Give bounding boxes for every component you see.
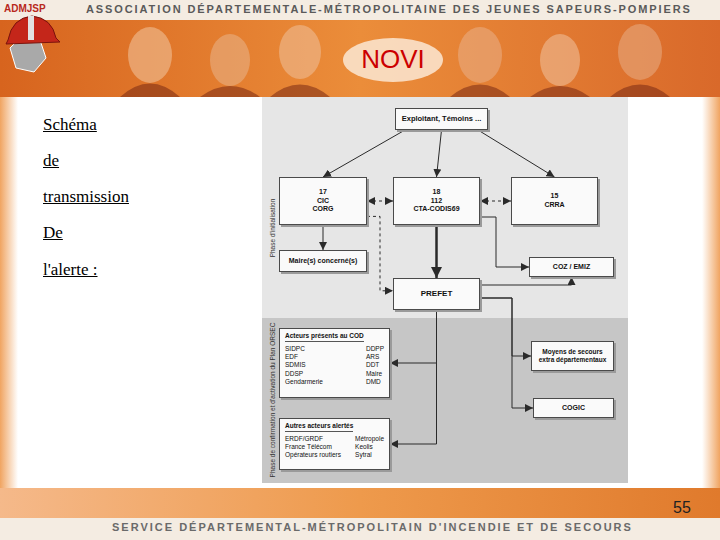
group-heading: Acteurs présents au COD <box>285 332 364 342</box>
connector-arrow <box>480 277 572 285</box>
member-name: DDT <box>366 361 384 369</box>
header-photo <box>120 24 670 97</box>
page-number: 55 <box>673 499 691 517</box>
side-heading: de <box>43 151 59 171</box>
box-text: Maire(s) concerné(s) <box>289 257 357 266</box>
connector-arrow <box>478 130 555 177</box>
box-text: 18 <box>433 188 441 197</box>
connector-arrow <box>323 225 324 250</box>
footer-text: SERVICE DÉPARTEMENTAL-MÉTROPOLITAIN D'IN… <box>112 521 633 533</box>
connector-arrow <box>480 298 531 356</box>
logo-text: ADMJSP <box>4 3 46 14</box>
group-heading: Autres acteurs alertés <box>285 422 353 432</box>
member-name: Opérateurs routiers <box>285 451 341 459</box>
mayor-box: Maire(s) concerné(s) <box>279 250 367 272</box>
connector-arrow <box>480 201 511 202</box>
box-text: CRRA <box>544 201 564 210</box>
member-name: ARS <box>366 353 384 361</box>
column-row: SIDPCEDFSDMISDDSPGendarmerie DDPPARSDDTMa… <box>285 345 384 386</box>
connector-arrow <box>323 130 405 177</box>
box-text: CIC <box>317 197 329 206</box>
side-heading: Schéma <box>43 115 97 135</box>
member-name: Métropole <box>355 435 384 443</box>
column: ERDF/GRDFFrance TélécomOpérateurs routie… <box>285 435 341 459</box>
box-text: 17 <box>319 188 327 197</box>
side-heading: l'alerte : <box>43 260 98 280</box>
left-margin <box>0 97 18 488</box>
member-name: SIDPC <box>285 345 323 353</box>
footer-band <box>0 488 720 518</box>
box-text: CORG <box>313 205 334 214</box>
service-box: 18112CTA-CODIS69 <box>393 177 480 225</box>
column: MétropoleKeolisSytral <box>355 435 384 459</box>
service-box: 15CRRA <box>511 177 598 225</box>
title-patch <box>343 38 443 82</box>
member-name: DMD <box>366 378 384 386</box>
actors-box: Autres acteurs alertésERDF/GRDFFrance Té… <box>279 418 390 470</box>
column-row: ERDF/GRDFFrance TélécomOpérateurs routie… <box>285 435 384 459</box>
phase-label: Phase d'initialisation <box>269 199 276 258</box>
actors-box: Acteurs présents au COD SIDPCEDFSDMISDDSP… <box>279 328 390 398</box>
cogic-box: COGIC <box>533 398 614 418</box>
box-text: CTA-CODIS69 <box>413 205 459 214</box>
box-text: 112 <box>431 197 442 206</box>
member-name: Maire <box>366 370 384 378</box>
box-text: COGIC <box>562 404 585 413</box>
column: SIDPCEDFSDMISDDSPGendarmerie <box>285 345 323 386</box>
member-name: ERDF/GRDF <box>285 435 341 443</box>
footer-strip <box>0 518 720 540</box>
box-text: 15 <box>551 192 559 201</box>
member-name: Keolis <box>355 443 384 451</box>
connector-arrow <box>390 310 437 363</box>
resources-box: Moyens de secours extra départementaux <box>531 341 614 371</box>
slide-title: NOVI <box>361 44 425 75</box>
service-box: 17CICCORG <box>279 177 367 225</box>
box-text: Exploitant, Témoins ... <box>402 114 482 123</box>
zone-box: COZ / EMIZ <box>529 257 614 277</box>
connector-arrow <box>480 298 533 408</box>
header-strip <box>0 0 720 20</box>
connector-arrow <box>390 310 437 444</box>
logo-helmet <box>6 16 60 72</box>
header-text: ASSOCIATION DÉPARTEMENTALE-MÉTROPOLITAIN… <box>86 3 692 15</box>
member-name: Sytral <box>355 451 384 459</box>
source-box: Exploitant, Témoins ... <box>395 108 488 130</box>
box-text: COZ / EMIZ <box>553 263 590 272</box>
member-name: DDPP <box>366 345 384 353</box>
right-margin <box>702 97 720 488</box>
member-name: Gendarmerie <box>285 378 323 386</box>
member-name: DDSP <box>285 370 323 378</box>
header-band <box>0 20 720 97</box>
connector-arrow <box>367 216 393 290</box>
box-text: Moyens de secours extra départementaux <box>536 348 609 364</box>
prefect-box: PREFET <box>393 278 480 310</box>
connector-arrow <box>367 201 393 202</box>
connector-arrow <box>435 225 438 278</box>
column: DDPPARSDDTMaireDMD <box>366 345 384 386</box>
side-heading: transmission <box>43 187 129 207</box>
member-name: EDF <box>285 353 323 361</box>
member-name: France Télécom <box>285 443 341 451</box>
side-heading: De <box>43 223 63 243</box>
connector-arrow <box>437 130 442 177</box>
phase-label: Phase de confirmation et d'activation du… <box>269 323 276 478</box>
member-name: SDMIS <box>285 361 323 369</box>
box-text: PREFET <box>421 289 453 299</box>
diagram-area: Exploitant, Témoins ... 17CICCORG 18112CTA… <box>262 97 628 483</box>
